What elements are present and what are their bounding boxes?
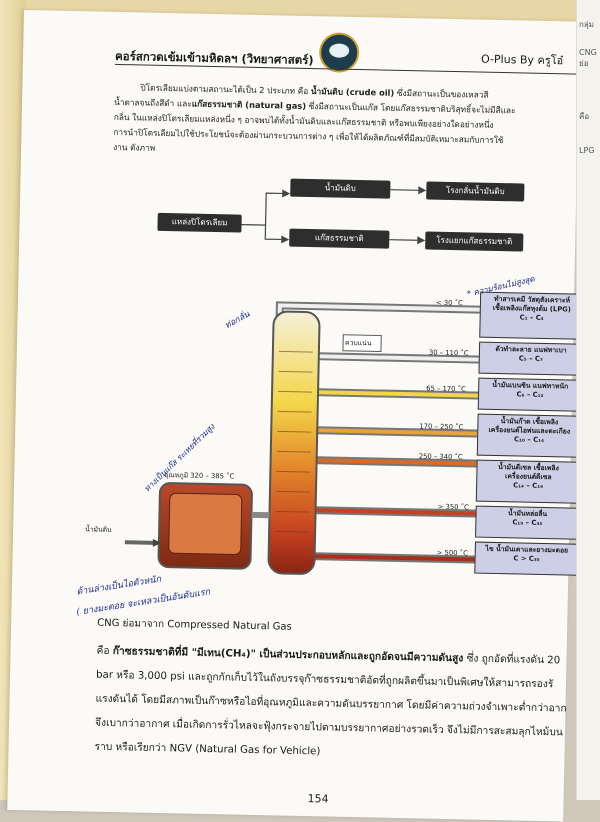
- adjacent-page-edge: กลุ่ม CNG ย่อ คือ LPG: [576, 0, 600, 800]
- temp-label-5: 250 – 340 ˚C: [418, 452, 463, 462]
- textbook-page: คอร์สกวดเข้มเข้ามหิดลฯ (วิทยาศาสตร์) O-P…: [7, 10, 585, 822]
- adjacent-page-text-2: CNG ย่อ: [579, 48, 597, 68]
- adjacent-page-text-3: คือ: [579, 112, 590, 121]
- crude-input-label: น้ำมันดิบ: [85, 525, 112, 534]
- product-box-kerosene: น้ำมันก๊าด เชื้อเพลิงเครื่องยนต์ไอพ่นและ…: [476, 413, 582, 458]
- temp-label-4: 170 – 250 ˚C: [419, 422, 464, 432]
- condenser-label: ควบแน่น: [345, 338, 372, 348]
- distillation-diagram: [124, 301, 484, 575]
- adjacent-page-text-1: กลุ่ม: [579, 20, 595, 29]
- temp-label-1: < 30 ˚C: [435, 298, 463, 308]
- flowchart-arrows: [241, 186, 427, 245]
- temp-label-2: 30 – 110 ˚C: [428, 348, 469, 358]
- adjacent-page-text-4: LPG: [579, 146, 595, 155]
- temp-label-7: > 500 ˚C: [436, 548, 468, 558]
- cng-heading: CNG ย่อมาจาก Compressed Natural Gas: [97, 617, 292, 633]
- product-box-lpg: ทำสารเคมี วัสดุสังเคราะห์เชื้อเพลิงแก๊สห…: [479, 291, 585, 340]
- cng-paragraph: คือ ก๊าซธรรมชาติที่มี "มีเทน(CH₄)" เป็นส…: [94, 645, 567, 758]
- page-number: 154: [307, 792, 329, 806]
- temp-label-6: > 350 ˚C: [437, 502, 469, 512]
- temp-label-3: 65 – 170 ˚C: [426, 384, 466, 394]
